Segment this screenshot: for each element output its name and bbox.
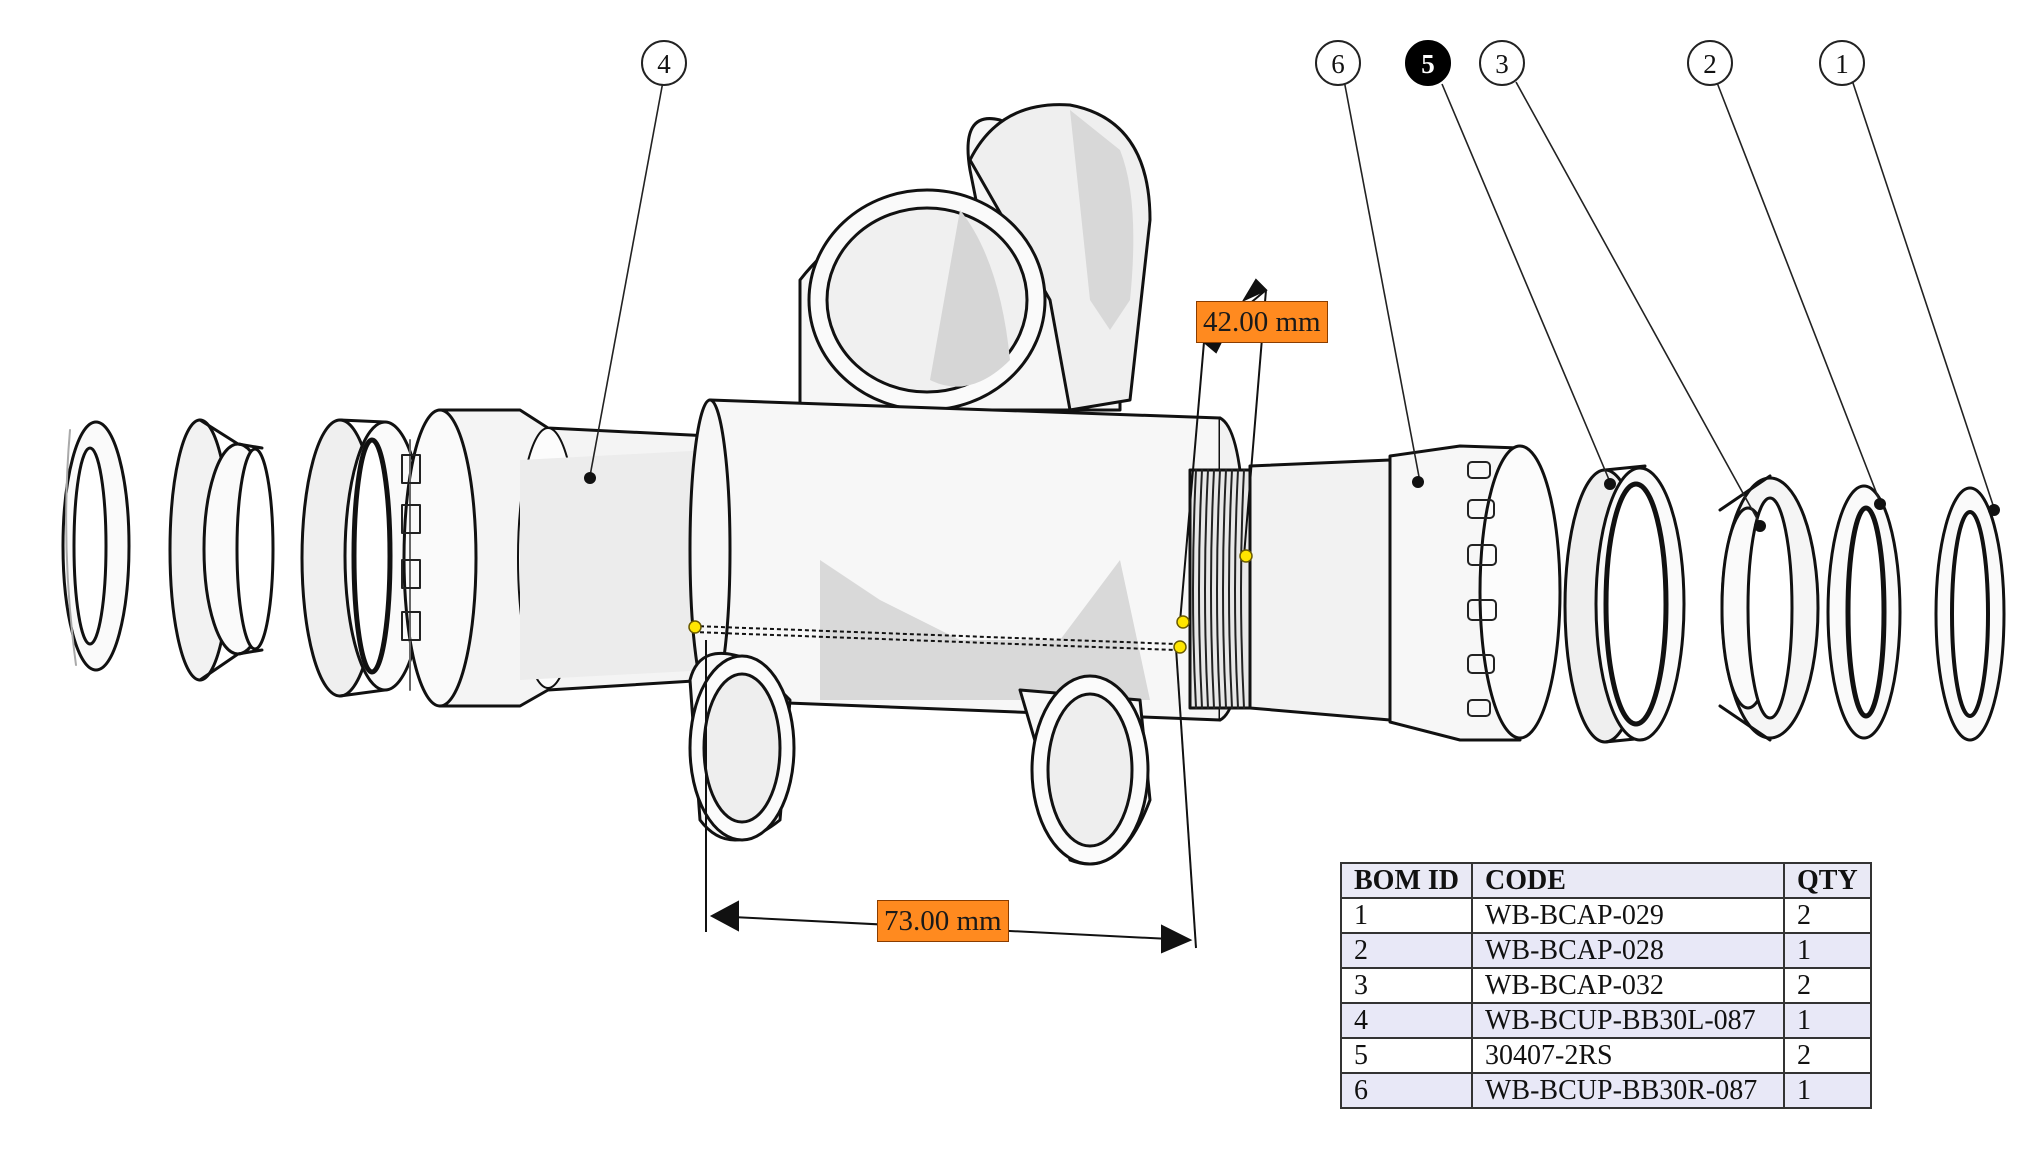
svg-text:4: 4 (657, 49, 671, 79)
balloon-5-highlighted[interactable]: 5 (1405, 40, 1451, 86)
right-washer-2 (1826, 484, 1902, 740)
bom-cell-code: WB-BCAP-028 (1471, 932, 1785, 969)
bom-cell-qty: 2 (1783, 897, 1872, 934)
bom-cell-code: WB-BCUP-BB30L-087 (1471, 1002, 1785, 1039)
balloon-3[interactable]: 3 (1479, 40, 1525, 86)
svg-text:2: 2 (1703, 49, 1717, 79)
bom-row[interactable]: 5 30407-2RS 2 (1340, 1037, 1872, 1074)
svg-text:3: 3 (1495, 49, 1509, 79)
bom-header-row: BOM ID CODE QTY (1340, 862, 1872, 899)
bom-row[interactable]: 2 WB-BCAP-028 1 (1340, 932, 1872, 969)
bom-row[interactable]: 3 WB-BCAP-032 2 (1340, 967, 1872, 1004)
left-cap (168, 418, 275, 682)
bom-cell-code: WB-BCAP-032 (1471, 967, 1785, 1004)
bottom-bracket-shell (688, 103, 1252, 866)
bom-header-code: CODE (1471, 862, 1785, 899)
leader-lines (589, 75, 1995, 525)
balloon-1[interactable]: 1 (1819, 40, 1865, 86)
bom-header-id: BOM ID (1340, 862, 1473, 899)
balloon-4[interactable]: 4 (641, 40, 687, 86)
bom-cell-id: 3 (1340, 967, 1473, 1004)
bom-table: BOM ID CODE QTY 1 WB-BCAP-029 2 2 WB-BCA… (1340, 862, 1872, 1109)
bom-cell-id: 5 (1340, 1037, 1473, 1074)
right-bearing (1563, 464, 1686, 744)
bom-cell-id: 4 (1340, 1002, 1473, 1039)
bom-cell-qty: 1 (1783, 1002, 1872, 1039)
bom-header-qty: QTY (1783, 862, 1872, 899)
bom-row[interactable]: 4 WB-BCUP-BB30L-087 1 (1340, 1002, 1872, 1039)
svg-text:6: 6 (1331, 49, 1345, 79)
bom-cell-id: 2 (1340, 932, 1473, 969)
bom-cell-code: WB-BCAP-029 (1471, 897, 1785, 934)
bom-cell-qty: 2 (1783, 967, 1872, 1004)
dimension-label-thread-length[interactable]: 42.00 mm (1196, 301, 1328, 343)
bom-cell-id: 1 (1340, 897, 1473, 934)
right-bearing-cup (1248, 444, 1562, 742)
bom-cell-id: 6 (1340, 1072, 1473, 1109)
bom-cell-qty: 2 (1783, 1037, 1872, 1074)
left-bearing-cup (401, 408, 712, 708)
measure-points (688, 549, 1253, 654)
bom-row[interactable]: 6 WB-BCUP-BB30R-087 1 (1340, 1072, 1872, 1109)
balloon-2[interactable]: 2 (1687, 40, 1733, 86)
dimension-label-shell-width[interactable]: 73.00 mm (877, 900, 1009, 942)
svg-text:5: 5 (1421, 49, 1435, 79)
balloon-6[interactable]: 6 (1315, 40, 1361, 86)
left-bearing (300, 418, 427, 698)
left-outer-washer (61, 420, 131, 672)
bom-cell-code: 30407-2RS (1471, 1037, 1785, 1074)
leader-dots (584, 472, 2000, 532)
svg-text:1: 1 (1835, 49, 1849, 79)
bom-cell-code: WB-BCUP-BB30R-087 (1471, 1072, 1785, 1109)
bom-cell-qty: 1 (1783, 1072, 1872, 1109)
right-cap (1718, 474, 1820, 742)
bom-cell-qty: 1 (1783, 932, 1872, 969)
bom-row[interactable]: 1 WB-BCAP-029 2 (1340, 897, 1872, 934)
right-washer-1 (1934, 486, 2006, 742)
